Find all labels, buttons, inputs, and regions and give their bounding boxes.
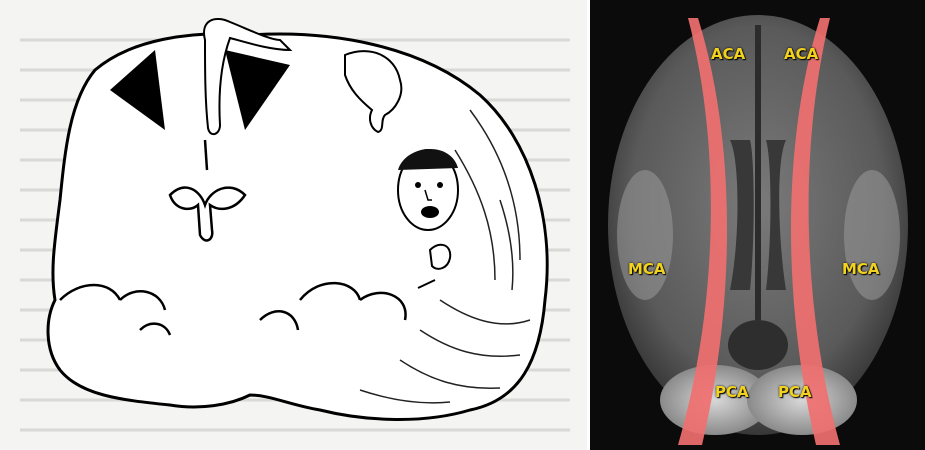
label-mca-right: MCA xyxy=(842,260,880,278)
label-aca-left: ACA xyxy=(711,45,745,63)
label-pca-right: PCA xyxy=(778,383,812,401)
left-insula xyxy=(617,170,673,300)
homunculus-illustration xyxy=(0,0,587,450)
mri-image xyxy=(590,0,925,450)
label-mca-left: MCA xyxy=(628,260,666,278)
right-insula xyxy=(844,170,900,300)
label-pca-left: PCA xyxy=(715,383,749,401)
homunculus-face xyxy=(398,149,458,230)
mri-axial-slice: ACA ACA MCA MCA PCA PCA xyxy=(590,0,925,450)
label-aca-right: ACA xyxy=(784,45,818,63)
homunculus-drawing xyxy=(0,0,587,450)
midbrain xyxy=(728,320,788,370)
